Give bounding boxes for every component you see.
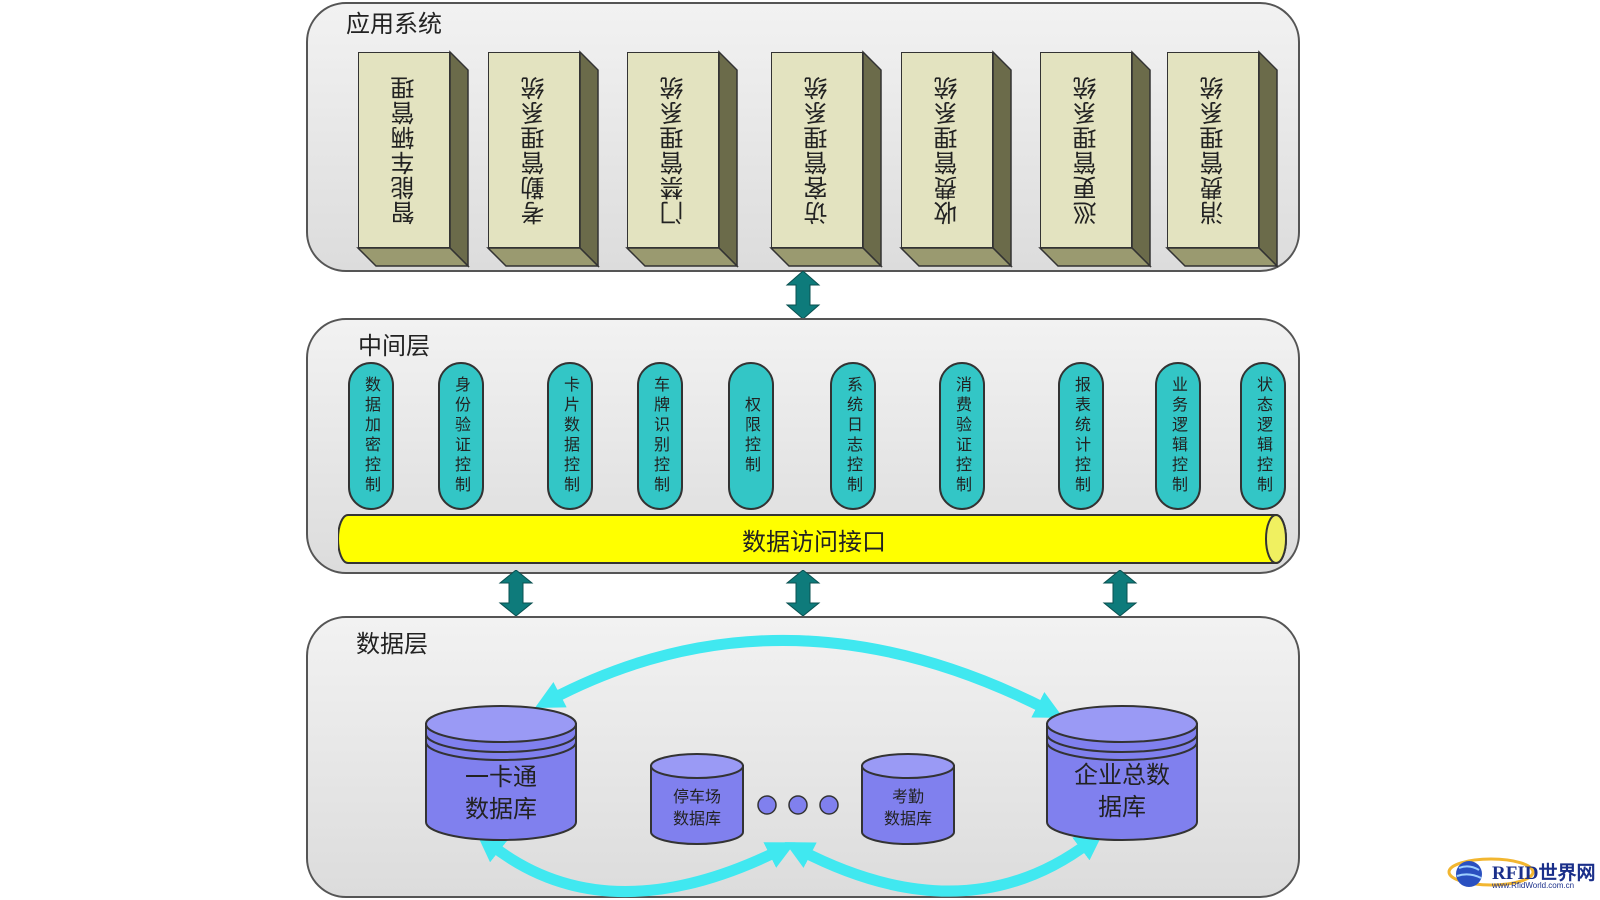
bottom-right-link-arrow bbox=[784, 831, 1104, 897]
app-system-label: 考勤管理系统 bbox=[520, 75, 549, 225]
middle-module-pill: 报表统计控制 bbox=[1058, 362, 1104, 510]
database-attendance-line2: 数据库 bbox=[883, 809, 932, 828]
middle-module-label: 报表统计控制 bbox=[1072, 376, 1091, 496]
middle-module-label: 身份验证控制 bbox=[452, 376, 471, 496]
middle-module-pill: 数据加密控制 bbox=[348, 362, 394, 510]
database-attendance-line1: 考勤 bbox=[891, 787, 924, 807]
rfid-world-logo-text: RFID世界网 bbox=[1492, 863, 1596, 884]
middle-module-pill: 业务逻辑控制 bbox=[1155, 362, 1201, 510]
database-enterprise-line2: 据库 bbox=[1098, 793, 1146, 821]
middle-module-label: 车牌识别控制 bbox=[651, 376, 670, 496]
app-system-box: 访客管理系统 bbox=[769, 50, 883, 268]
app-system-box: 消费管理系统 bbox=[1165, 50, 1279, 268]
data-access-bus bbox=[338, 514, 1287, 564]
updown-arrow-icon bbox=[785, 271, 821, 319]
database-parking-line2: 数据库 bbox=[672, 809, 721, 828]
rfid-world-logo-icon bbox=[1447, 857, 1535, 887]
ellipsis-dots-icon bbox=[757, 795, 839, 815]
app-system-box: 智能车辆管理 bbox=[356, 50, 470, 268]
database-attendance-icon bbox=[861, 753, 955, 845]
app-system-box: 巡更管理系统 bbox=[1038, 50, 1152, 268]
updown-arrow-icon bbox=[1102, 570, 1138, 616]
app-system-box: 考勤管理系统 bbox=[486, 50, 600, 268]
rfid-world-logo-url: www.RfidWorld.com.cn bbox=[1492, 881, 1575, 890]
app-system-label: 智能车辆管理 bbox=[390, 75, 419, 225]
middle-module-label: 消费验证控制 bbox=[953, 376, 972, 496]
middle-layer-title: 中间层 bbox=[358, 332, 430, 360]
database-card-line1: 一卡通 bbox=[465, 762, 537, 791]
database-parking-label: 停车场 数据库 bbox=[649, 784, 745, 832]
updown-arrow-icon bbox=[498, 570, 534, 616]
middle-module-label: 权限控制 bbox=[742, 396, 761, 476]
middle-module-pill: 权限控制 bbox=[728, 362, 774, 510]
middle-module-label: 状态逻辑控制 bbox=[1254, 376, 1273, 496]
database-enterprise-label: 企业总数 据库 bbox=[1045, 756, 1199, 826]
bottom-left-link-arrow bbox=[476, 833, 796, 898]
middle-module-label: 系统日志控制 bbox=[844, 376, 863, 496]
database-attendance-label: 考勤 数据库 bbox=[860, 784, 956, 832]
middle-module-pill: 卡片数据控制 bbox=[547, 362, 593, 510]
data-layer-title: 数据层 bbox=[356, 630, 428, 658]
app-system-box: 门禁管理系统 bbox=[625, 50, 739, 268]
database-card-label: 一卡通 数据库 bbox=[424, 758, 578, 828]
middle-module-label: 数据加密控制 bbox=[362, 376, 381, 496]
updown-arrow-icon bbox=[785, 570, 821, 616]
database-parking-line1: 停车场 bbox=[672, 787, 721, 807]
database-card-line2: 数据库 bbox=[465, 795, 537, 823]
curved-link-arrows bbox=[476, 635, 1104, 898]
application-layer-title: 应用系统 bbox=[346, 10, 442, 38]
app-system-label: 门禁管理系统 bbox=[659, 75, 688, 225]
middle-module-pill: 消费验证控制 bbox=[939, 362, 985, 510]
middle-module-pill: 状态逻辑控制 bbox=[1240, 362, 1286, 510]
middle-module-pill: 系统日志控制 bbox=[830, 362, 876, 510]
database-card-icon bbox=[425, 705, 577, 841]
app-system-label: 收费管理系统 bbox=[933, 75, 962, 225]
app-system-label: 消费管理系统 bbox=[1199, 75, 1228, 225]
database-enterprise-icon bbox=[1046, 705, 1198, 841]
database-enterprise-line1: 企业总数 bbox=[1074, 760, 1170, 789]
app-system-label: 巡更管理系统 bbox=[1072, 75, 1101, 225]
data-access-bus-label: 数据访问接口 bbox=[742, 527, 886, 556]
middle-module-label: 业务逻辑控制 bbox=[1169, 376, 1188, 496]
middle-module-pill: 身份验证控制 bbox=[438, 362, 484, 510]
top-link-arrow bbox=[534, 635, 1064, 718]
app-system-label: 访客管理系统 bbox=[803, 75, 832, 225]
middle-module-label: 卡片数据控制 bbox=[561, 376, 580, 496]
middle-module-pill: 车牌识别控制 bbox=[637, 362, 683, 510]
app-system-box: 收费管理系统 bbox=[899, 50, 1013, 268]
database-parking-icon bbox=[650, 753, 744, 845]
